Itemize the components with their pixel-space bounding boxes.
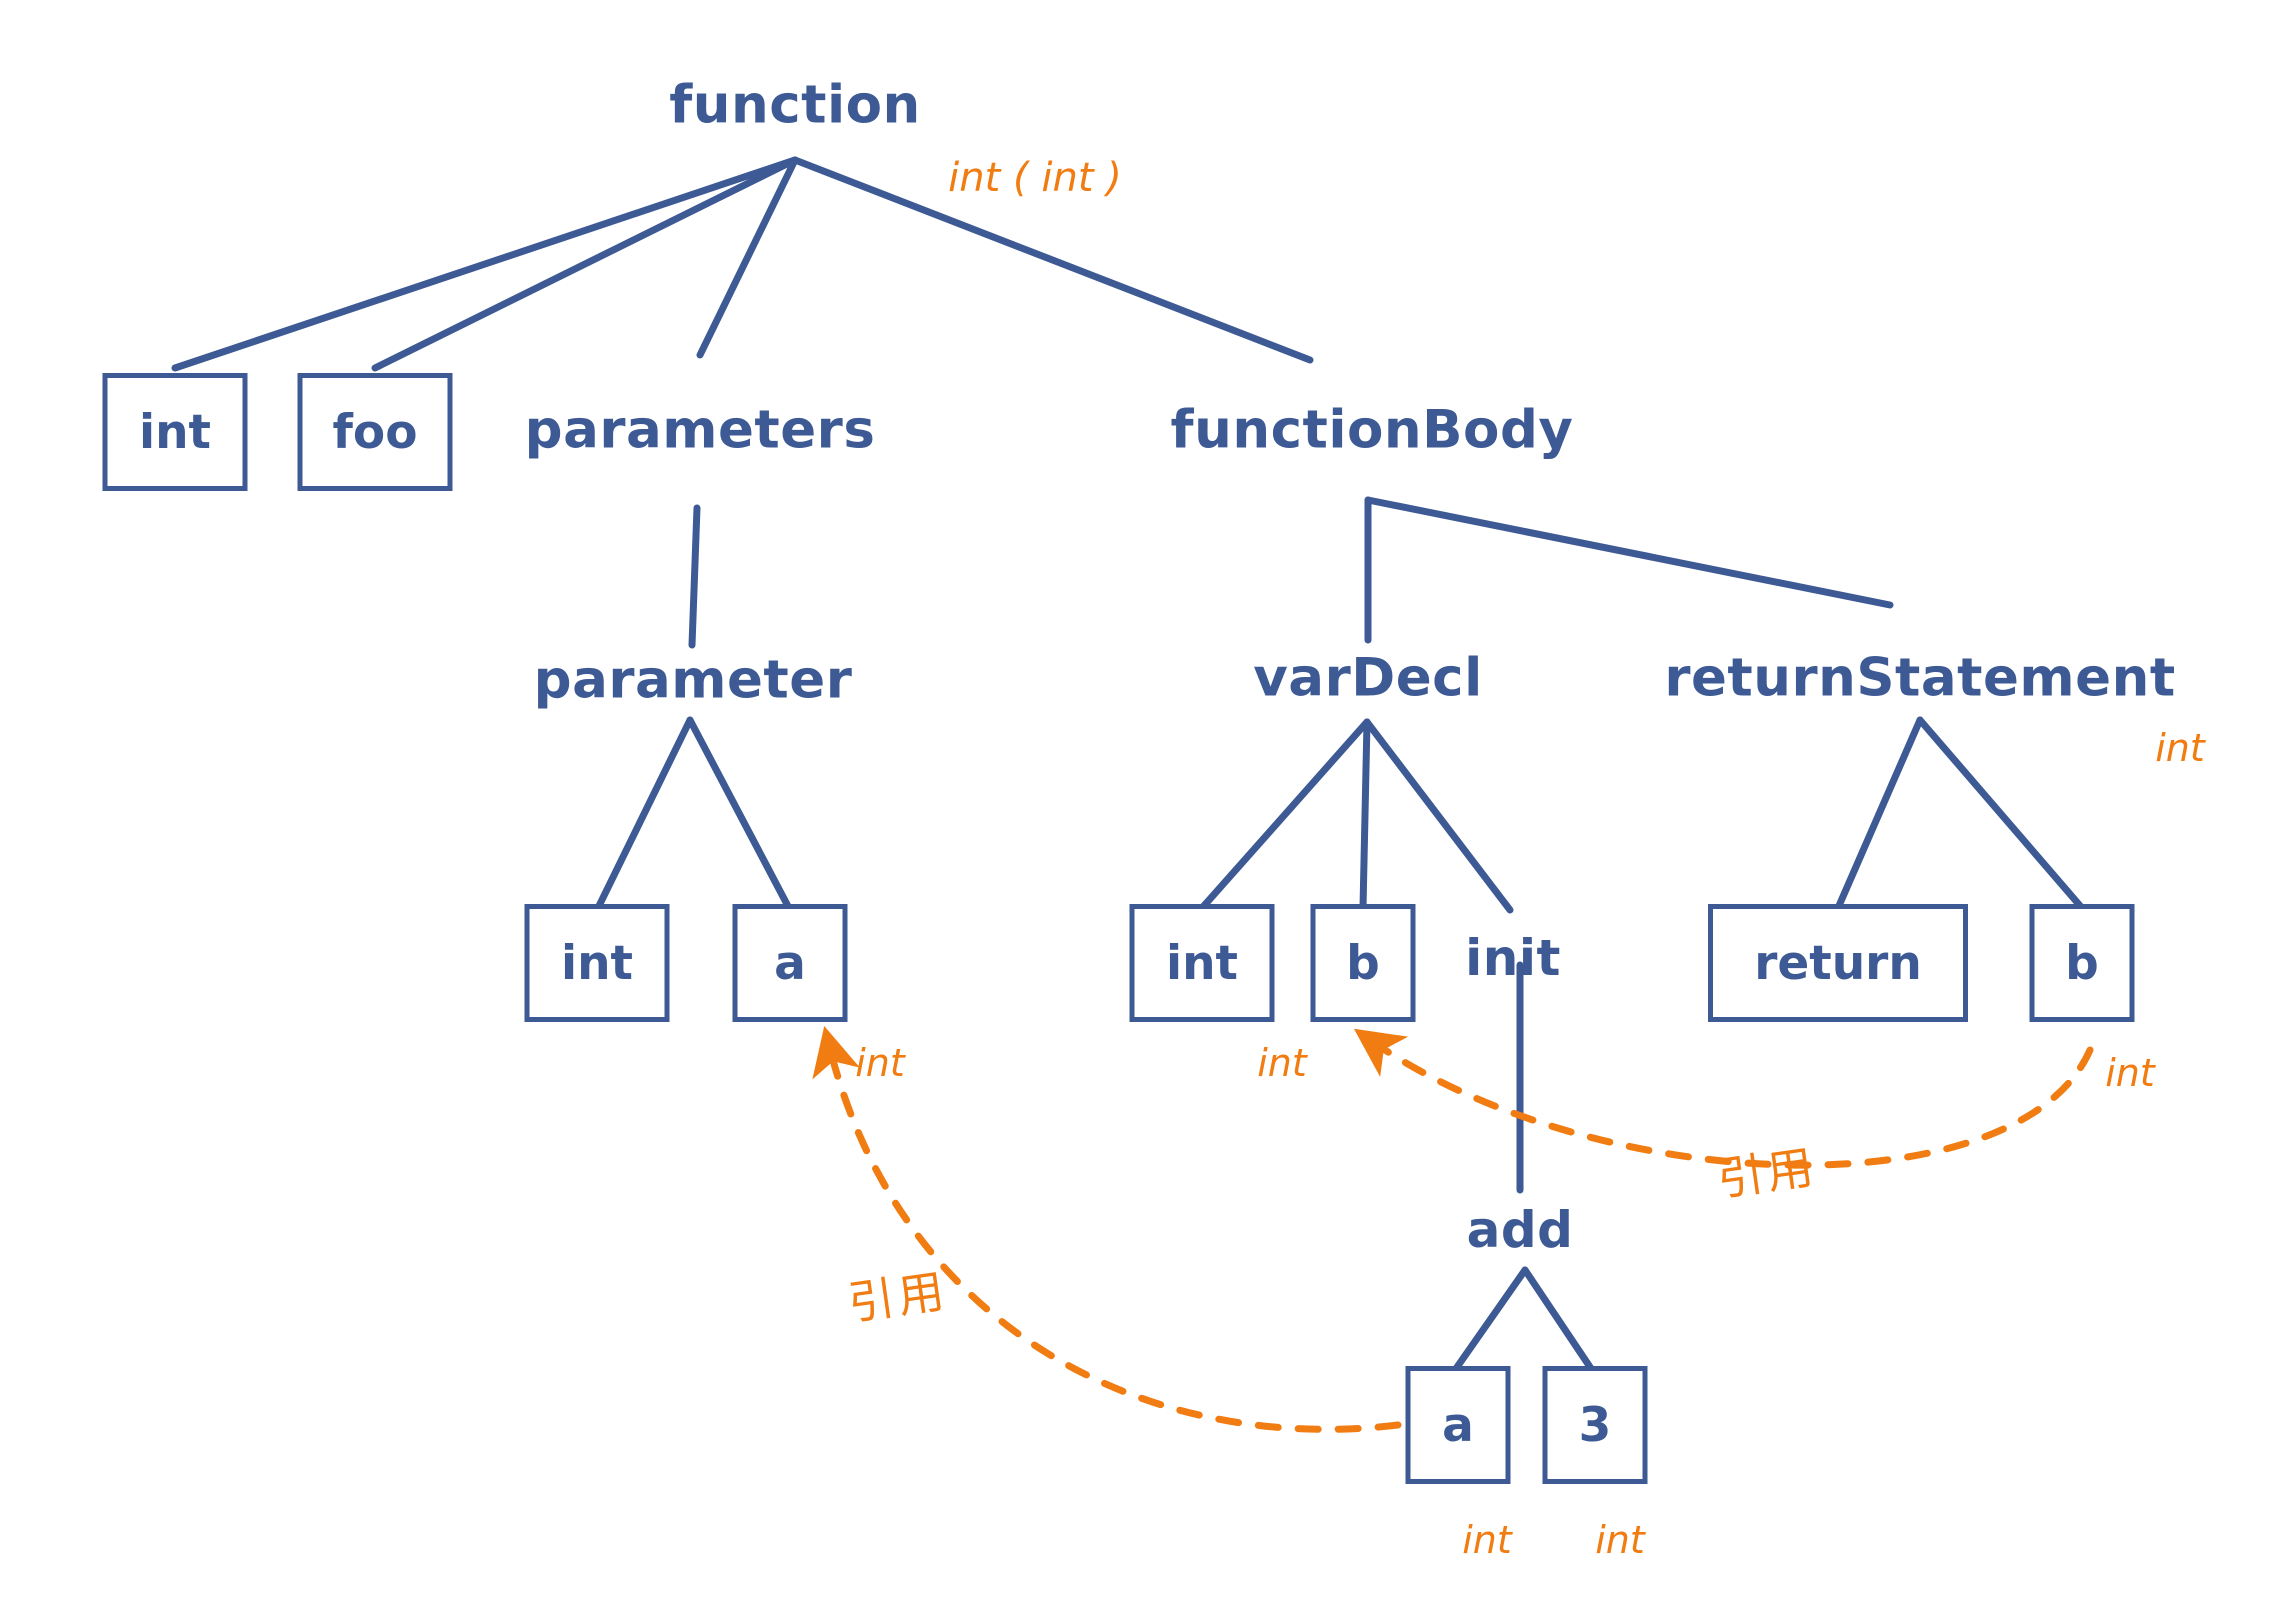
token-box-int-return[interactable]: int: [102, 373, 248, 491]
type-annotation-add-3: int: [1595, 1518, 1645, 1562]
node-function[interactable]: function: [669, 74, 921, 136]
token-box-return-b[interactable]: b: [2029, 904, 2135, 1022]
node-parameters[interactable]: parameters: [524, 399, 876, 461]
token-box-return-keyword[interactable]: return: [1708, 904, 1968, 1022]
type-annotation-return-b: int: [2105, 1051, 2155, 1095]
token-box-vardecl-int[interactable]: int: [1129, 904, 1275, 1022]
token-box-param-a[interactable]: a: [732, 904, 848, 1022]
token-box-vardecl-b[interactable]: b: [1310, 904, 1416, 1022]
node-parameter[interactable]: parameter: [533, 649, 853, 711]
node-var-decl[interactable]: varDecl: [1253, 647, 1483, 709]
node-add[interactable]: add: [1466, 1201, 1574, 1259]
reference-label-left: 引用: [844, 1263, 952, 1331]
type-annotation-function: int ( int ): [948, 155, 1122, 201]
token-box-param-int[interactable]: int: [524, 904, 670, 1022]
token-box-add-a[interactable]: a: [1405, 1366, 1511, 1484]
node-return-statement[interactable]: returnStatement: [1664, 647, 2176, 709]
type-annotation-param-a: int: [855, 1041, 905, 1085]
reference-label-right: 引用: [1713, 1139, 1821, 1207]
node-init[interactable]: init: [1465, 929, 1561, 987]
type-annotation-return-statement: int: [2155, 726, 2205, 770]
token-box-foo[interactable]: foo: [297, 373, 453, 491]
type-annotation-add-a: int: [1462, 1518, 1512, 1562]
token-box-add-3[interactable]: 3: [1542, 1366, 1648, 1484]
node-function-body[interactable]: functionBody: [1170, 399, 1574, 461]
type-annotation-vardecl-b: int: [1257, 1041, 1307, 1085]
